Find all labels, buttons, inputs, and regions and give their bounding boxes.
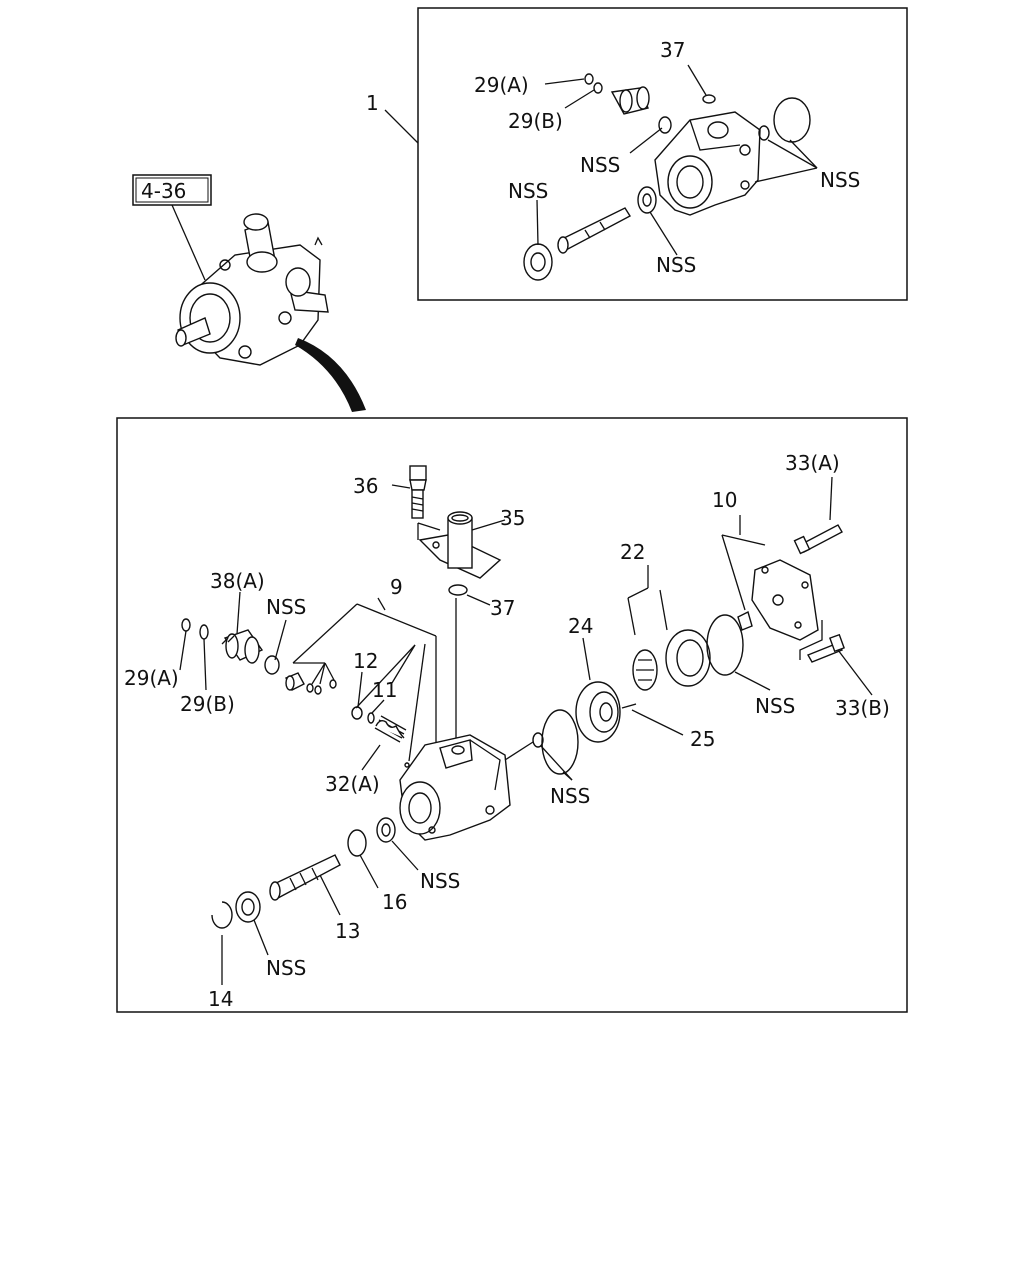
- seal-nss-valve: [264, 655, 280, 675]
- callout-10: 10: [712, 488, 737, 512]
- callout-29b-top: 29(B): [508, 109, 563, 133]
- callout-nss-top-seal: NSS: [656, 253, 696, 277]
- inset-oring-big: [773, 97, 811, 143]
- callout-14: 14: [208, 987, 233, 1011]
- ref-box-label: 4-36: [141, 179, 186, 203]
- callout-29b-main: 29(B): [180, 692, 235, 716]
- pressure-plate-24: [575, 681, 621, 743]
- callout-24: 24: [568, 614, 593, 638]
- callout-9: 9: [390, 575, 403, 599]
- inset-pump-body: [654, 111, 761, 216]
- callout-nss-bearing: NSS: [266, 956, 306, 980]
- reference-pump-illustration: [175, 213, 329, 366]
- callout-29a-top: 29(A): [474, 73, 529, 97]
- pin-25: [621, 703, 637, 709]
- oring-nss-large: [541, 709, 579, 775]
- inset-oring-37: [702, 94, 716, 104]
- callout-25: 25: [690, 727, 715, 751]
- oring-nss-small: [532, 732, 544, 748]
- cam-ring: [665, 629, 711, 687]
- inset-fitting: [610, 86, 650, 115]
- oring-nss-cover: [706, 614, 744, 676]
- cover-10: [751, 559, 819, 641]
- callout-32a: 32(A): [325, 772, 380, 796]
- oring-29b-main: [199, 624, 209, 640]
- callout-37-top: 37: [660, 38, 685, 62]
- detail-frame: [116, 417, 908, 1013]
- callout-nss-seal: NSS: [420, 869, 460, 893]
- callout-12: 12: [353, 649, 378, 673]
- pin-small: [404, 762, 410, 768]
- inset-frame: [417, 7, 908, 301]
- inset-bearing-right: [637, 186, 657, 214]
- oring-37-main: [448, 584, 468, 596]
- inset-oring-small: [758, 125, 770, 141]
- bolt-33b: [806, 633, 845, 663]
- callout-13: 13: [335, 919, 360, 943]
- snap-ring-14: [211, 901, 233, 929]
- callout-nss-top-rings: NSS: [820, 168, 860, 192]
- bushing: [737, 610, 753, 631]
- inset-oring-29a: [584, 73, 594, 85]
- callout-35: 35: [500, 506, 525, 530]
- inset-oring-29b: [593, 82, 603, 94]
- bolt-33a: [793, 524, 843, 555]
- callout-nss-top-bearing: NSS: [508, 179, 548, 203]
- callout-37-main: 37: [490, 596, 515, 620]
- shaft-13: [269, 854, 341, 901]
- bolt-36: [409, 465, 427, 519]
- inset-shaft: [557, 207, 631, 254]
- callout-22: 22: [620, 540, 645, 564]
- valve-parts-9: [285, 672, 337, 695]
- valve-38a: [221, 629, 264, 664]
- rotor-22: [632, 649, 658, 691]
- callout-36: 36: [353, 474, 378, 498]
- callout-33b: 33(B): [835, 696, 890, 720]
- clip-11: [367, 712, 375, 724]
- callout-16: 16: [382, 890, 407, 914]
- oring-29a-main: [181, 618, 191, 632]
- callout-nss-top-oring: NSS: [580, 153, 620, 177]
- pump-body: [399, 734, 511, 841]
- inset-bearing-left: [523, 243, 553, 281]
- callout-nss-ring: NSS: [755, 694, 795, 718]
- callout-nss-valve: NSS: [266, 595, 306, 619]
- spring-32a: [374, 715, 407, 743]
- seal-nss-shaft: [376, 817, 396, 843]
- callout-nss-oring: NSS: [550, 784, 590, 808]
- callout-1: 1: [366, 91, 379, 115]
- bearing-nss: [235, 891, 261, 923]
- inset-oring-nss: [658, 116, 672, 134]
- plunger-12: [351, 706, 363, 720]
- pointer-arrow: [295, 338, 366, 412]
- washer-16: [347, 829, 367, 857]
- callout-11: 11: [372, 678, 397, 702]
- callout-29a-main: 29(A): [124, 666, 179, 690]
- ref-box-frame: [132, 174, 212, 206]
- callout-38a: 38(A): [210, 569, 265, 593]
- pipe-35: [417, 511, 502, 579]
- callout-33a: 33(A): [785, 451, 840, 475]
